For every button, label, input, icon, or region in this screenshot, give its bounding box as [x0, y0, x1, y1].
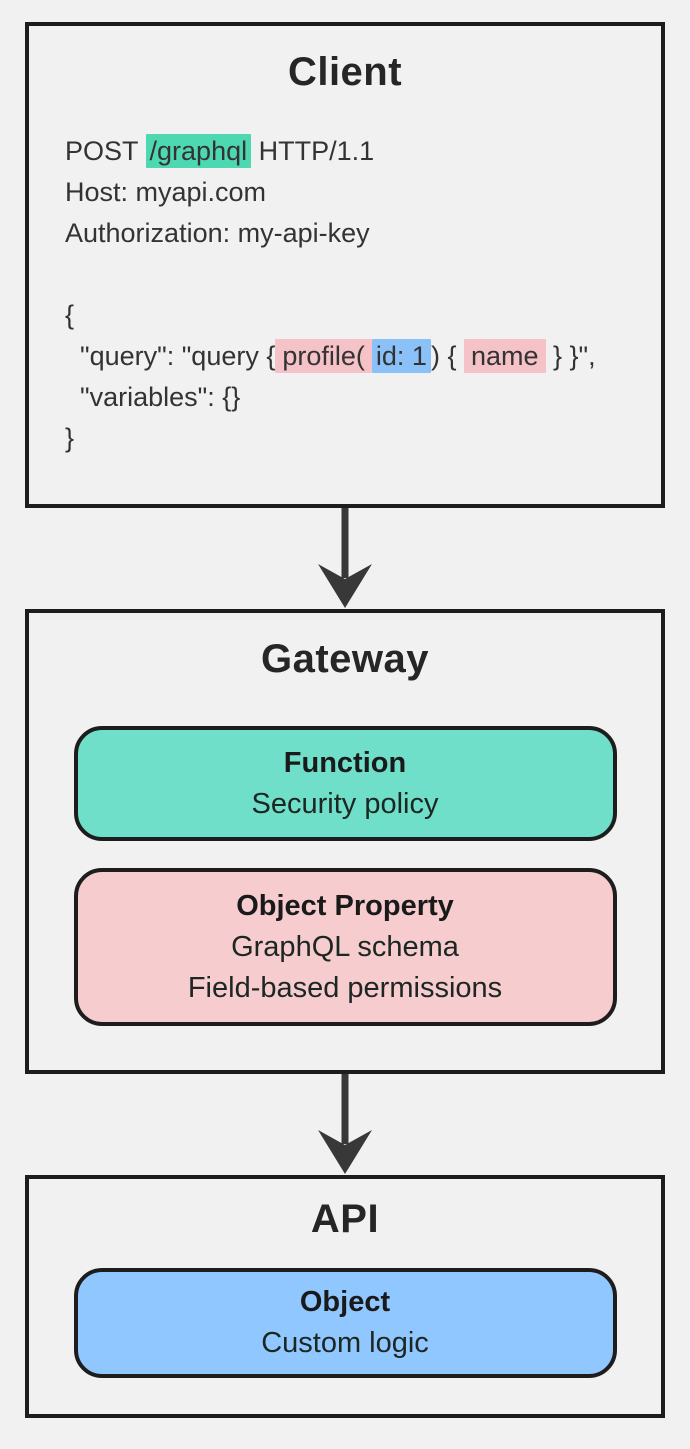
object-box-subtitle: Custom logic: [261, 1327, 429, 1359]
code-text: "variables": {}: [65, 382, 241, 412]
code-line: {: [65, 295, 625, 336]
code-text: Host: myapi.com: [65, 177, 267, 207]
arrow-down-icon: [318, 1074, 372, 1174]
arrow-client-to-gateway: [0, 508, 690, 609]
code-line: "query": "query {profile(id: 1) { name }…: [65, 336, 625, 377]
code-text: POST: [65, 136, 146, 166]
object-property-box: Object Property GraphQL schema Field-bas…: [73, 868, 617, 1026]
code-text: HTTP/1.1: [251, 136, 375, 166]
code-text: Authorization: my-api-key: [65, 218, 370, 248]
code-text: } }",: [545, 341, 596, 371]
highlight-teal: /graphql: [145, 134, 252, 168]
highlight-blue: id: 1: [371, 339, 431, 373]
function-box-subtitle: Security policy: [251, 787, 439, 820]
object-box-title: Object: [299, 1286, 391, 1318]
highlight-pink: profile(: [275, 339, 372, 373]
gateway-title: Gateway: [260, 637, 430, 681]
object-box: Object Custom logic: [73, 1268, 617, 1378]
api-title: API: [310, 1197, 380, 1241]
code-text: {: [65, 300, 75, 330]
code-line: POST /graphql HTTP/1.1: [65, 131, 625, 172]
api-box: API Object Custom logic: [25, 1175, 665, 1418]
object-property-box-line1: GraphQL schema: [231, 930, 459, 963]
object-property-box-title: Object Property: [236, 889, 454, 922]
code-text: }: [65, 423, 75, 453]
code-line: Host: myapi.com: [65, 172, 625, 213]
code-line: }: [65, 418, 625, 459]
code-line: Authorization: my-api-key: [65, 213, 625, 254]
gateway-box: Gateway Function Security policy Object …: [25, 609, 665, 1074]
client-request-body: { "query": "query {profile(id: 1) { name…: [65, 295, 625, 459]
object-property-box-line2: Field-based permissions: [187, 971, 503, 1004]
code-line: "variables": {}: [65, 377, 625, 418]
code-text: ) {: [430, 341, 464, 371]
arrow-gateway-to-api: [0, 1074, 690, 1175]
code-text: "query": "query {: [65, 341, 276, 371]
highlight-pink: name: [463, 339, 546, 373]
client-title: Client: [287, 50, 403, 94]
arrow-down-icon: [318, 508, 372, 608]
function-box-title: Function: [283, 746, 407, 779]
function-box: Function Security policy: [73, 726, 617, 841]
